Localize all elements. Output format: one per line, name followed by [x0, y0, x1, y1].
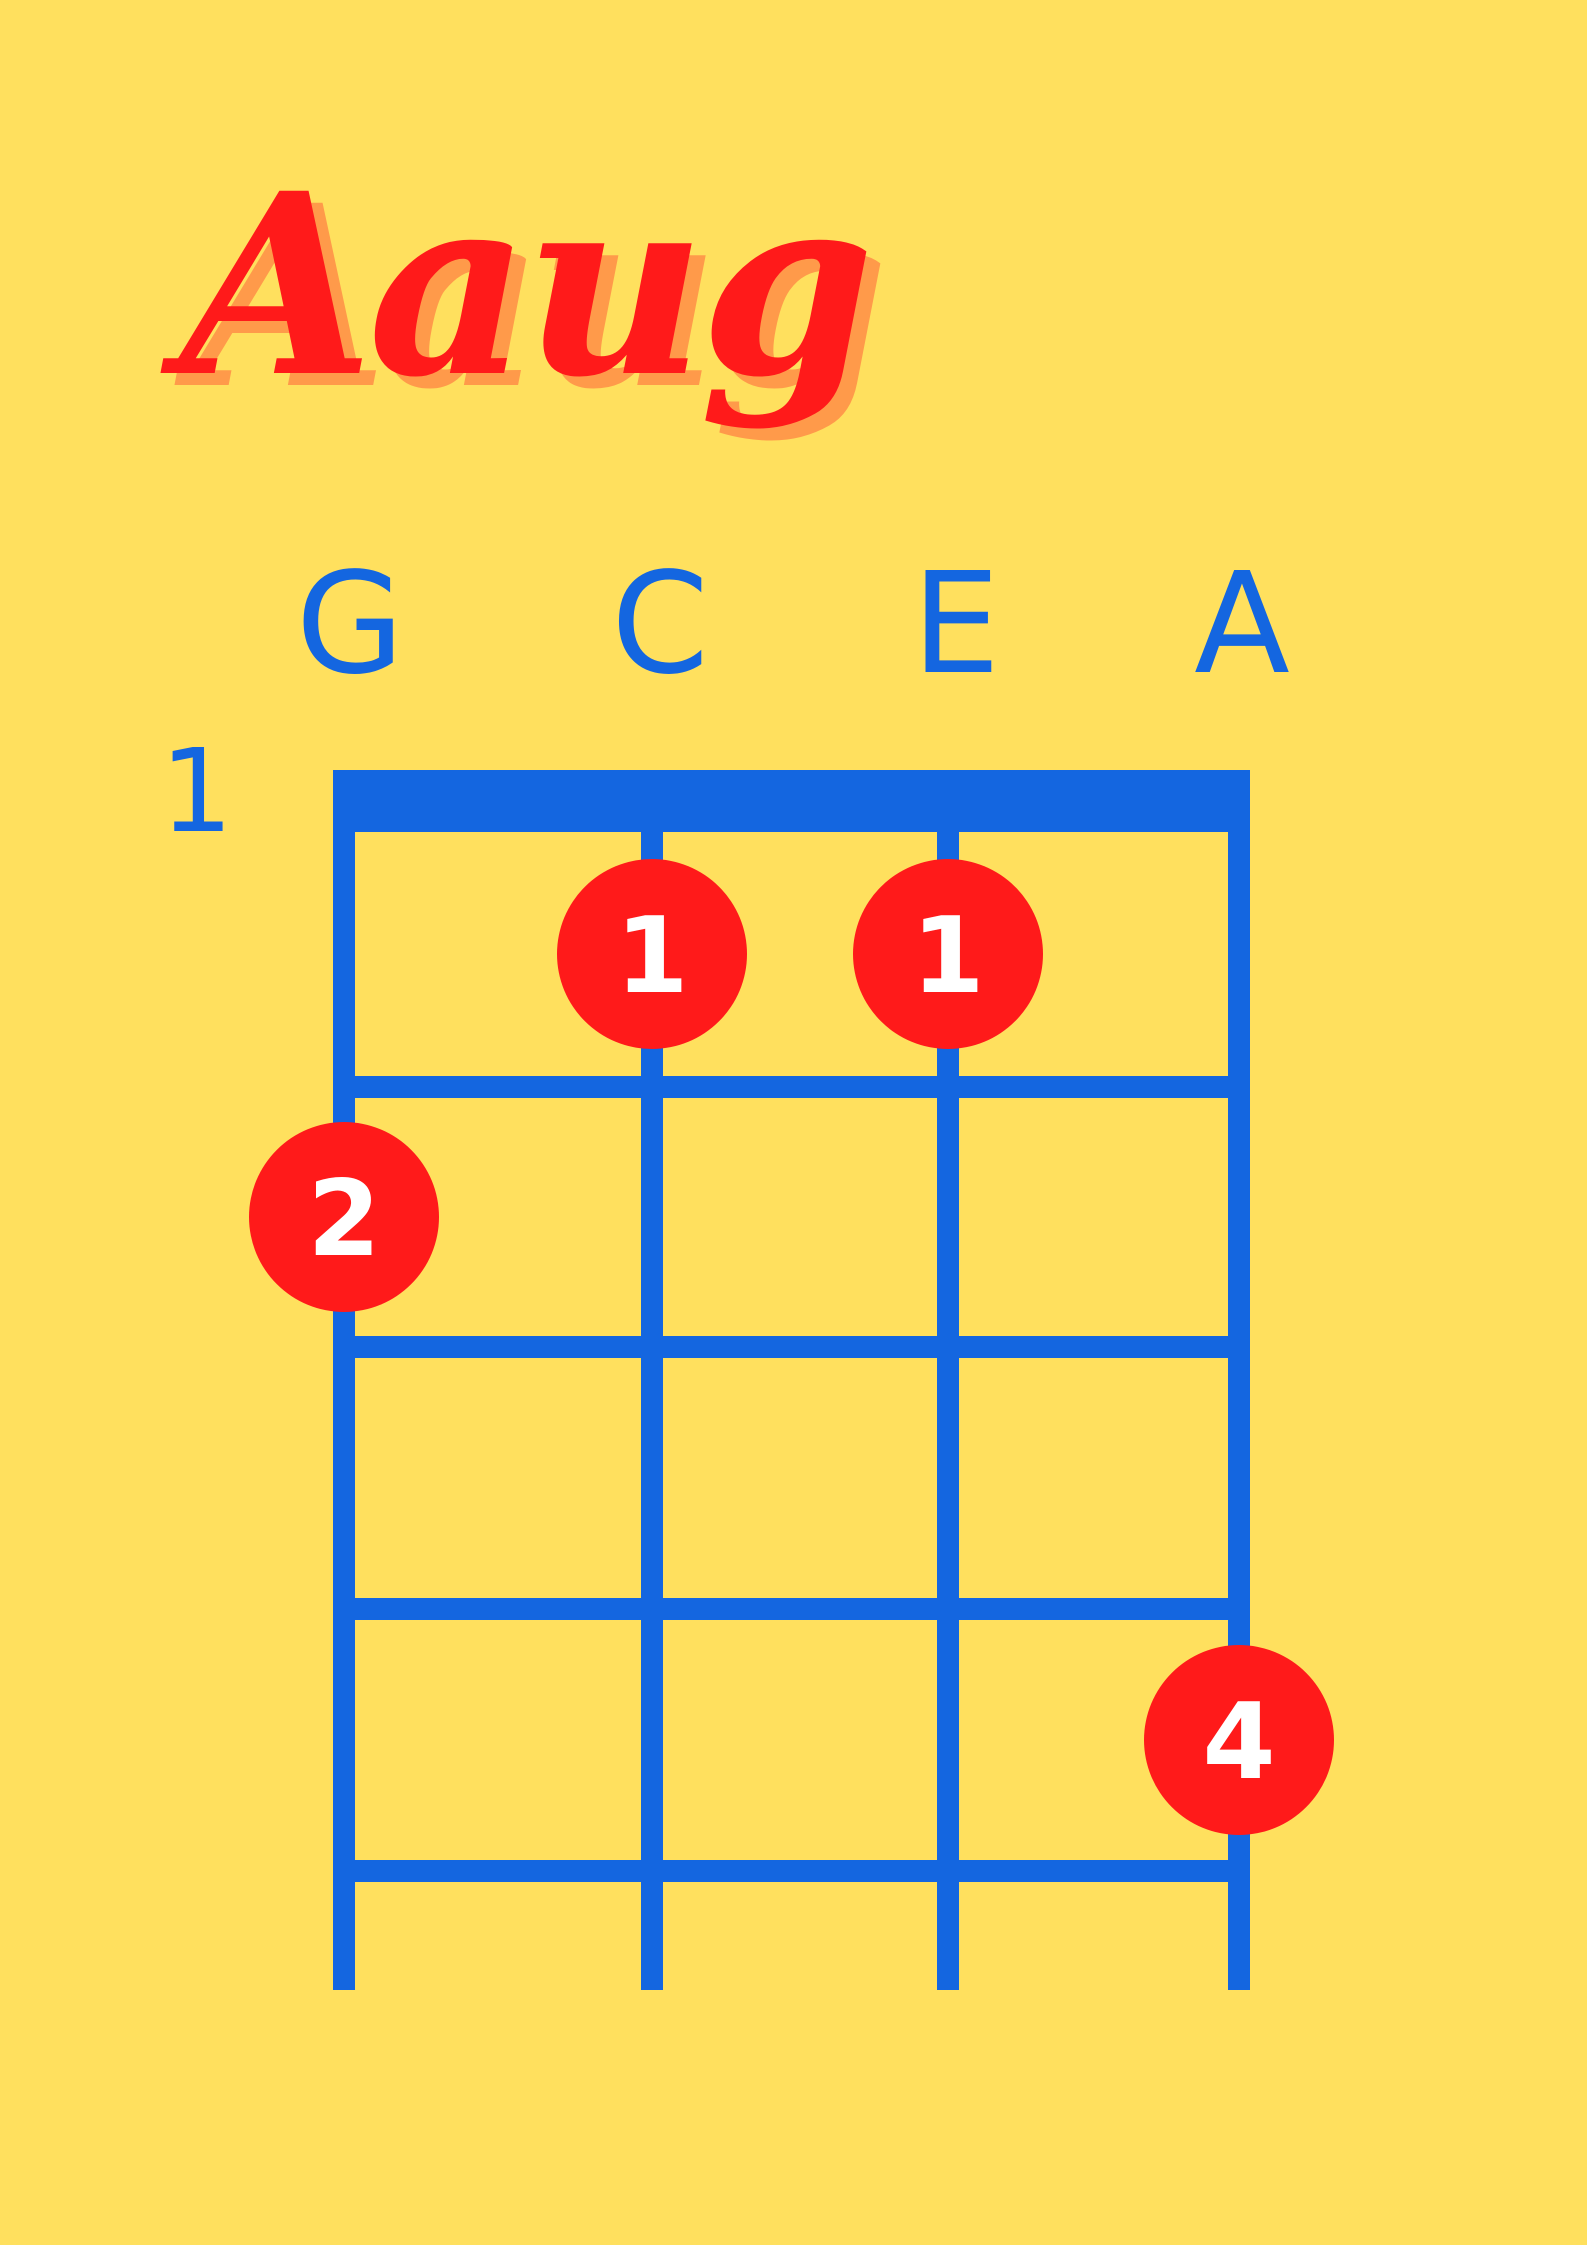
finger-dot-circle [249, 1122, 439, 1312]
fret-line-4 [333, 1860, 1250, 1882]
chord-title: Aaug [180, 138, 875, 432]
fret-line-1 [333, 1076, 1250, 1098]
finger-dot-e-fret-1: 1 [853, 859, 1043, 1049]
start-fret-number: 1 [160, 725, 234, 859]
string-line-g [333, 770, 355, 1990]
string-label-e: E [911, 543, 1001, 706]
string-label-c: C [611, 543, 709, 706]
finger-dot-circle [557, 859, 747, 1049]
string-label-a: A [1194, 543, 1290, 706]
finger-dot-a-fret-4: 4 [1144, 1645, 1334, 1835]
string-line-e [937, 770, 959, 1990]
finger-number: 2 [307, 1158, 380, 1280]
finger-dot-c-fret-1: 1 [557, 859, 747, 1049]
finger-dot-g-fret-2: 2 [249, 1122, 439, 1312]
fret-line-2 [333, 1336, 1250, 1358]
finger-number: 1 [911, 895, 984, 1017]
string-label-g: G [295, 543, 405, 706]
nut-bar [333, 770, 1250, 832]
finger-number: 4 [1202, 1681, 1275, 1803]
string-line-c [641, 770, 663, 1990]
finger-number: 1 [615, 895, 688, 1017]
finger-dot-circle [1144, 1645, 1334, 1835]
fret-line-3 [333, 1598, 1250, 1620]
finger-dot-circle [853, 859, 1043, 1049]
